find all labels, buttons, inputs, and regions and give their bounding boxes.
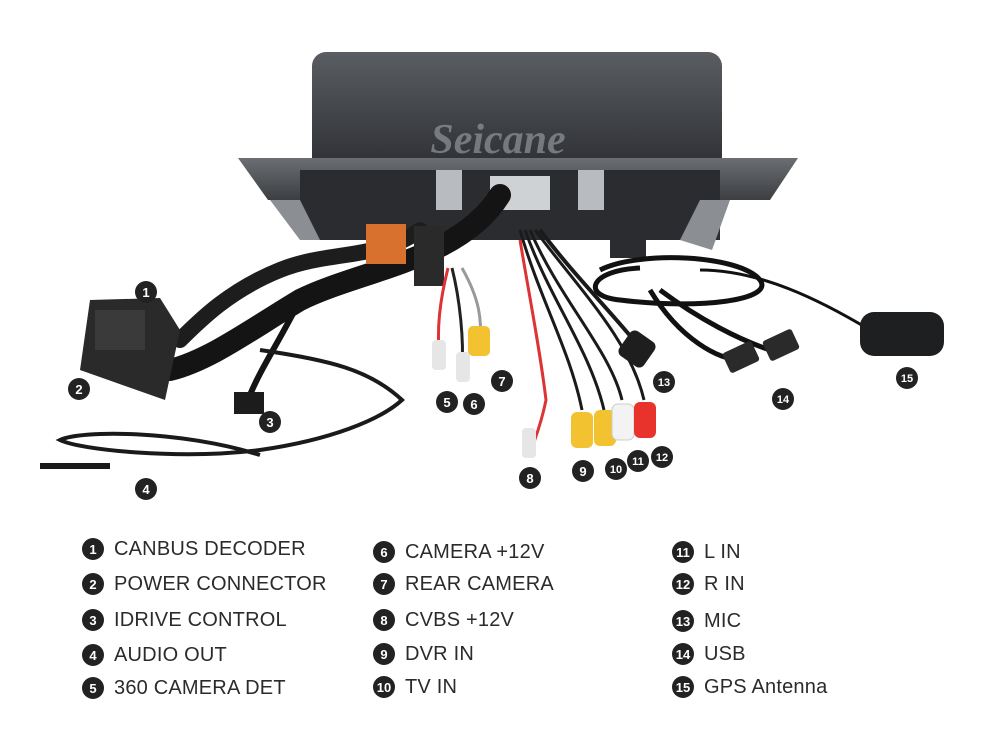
wiring-diagram: Seicane [40,52,944,500]
legend-item-power-connector: 2 POWER CONNECTOR [82,571,327,597]
legend-number: 13 [672,610,694,632]
legend-label: L IN [704,540,741,563]
legend-number: 6 [373,541,395,563]
legend-item-r-in: 12 R IN [672,571,745,597]
rca-cables [518,229,646,411]
legend-number: 12 [672,573,694,595]
legend-number: 10 [373,676,395,698]
legend-label: POWER CONNECTOR [114,572,327,595]
legend-label: R IN [704,572,745,595]
legend-number: 7 [373,573,395,595]
legend-number: 14 [672,643,694,665]
legend-item-cvbs-12v: 8 CVBS +12V [373,607,514,633]
legend-label: DVR IN [405,642,474,665]
callout-label: 14 [777,394,790,406]
camera-wires [436,239,548,456]
legend: 1 CANBUS DECODER 2 POWER CONNECTOR 3 IDRIVE… [0,530,982,730]
audio-out-cable [40,348,405,469]
callout-11: 11 [627,450,649,472]
callout-label: 3 [266,415,273,430]
legend-label: CAMERA +12V [405,540,545,563]
callout-6: 6 [463,393,485,415]
callout-label: 10 [610,464,622,476]
legend-number: 3 [82,609,104,631]
callout-label: 15 [901,373,913,385]
tv-in-rca [594,410,616,446]
cvbs-12v-plug [522,428,536,458]
legend-label: 360 CAMERA DET [114,676,286,699]
legend-label: IDRIVE CONTROL [114,608,287,631]
usb-plug-1 [722,341,760,373]
callout-label: 11 [632,456,644,468]
callout-8: 8 [519,467,541,489]
legend-number: 1 [82,538,104,560]
legend-label: AUDIO OUT [114,643,227,666]
callout-label: 9 [579,464,586,479]
callout-label: 2 [75,382,82,397]
legend-number: 2 [82,573,104,595]
legend-label: TV IN [405,675,458,698]
legend-item-rear-camera: 7 REAR CAMERA [373,571,554,597]
legend-item-usb: 14 USB [672,641,746,667]
dvr-in-rca [571,412,593,448]
callout-14: 14 [772,388,794,410]
callout-13: 13 [653,371,675,393]
brand-watermark: Seicane [430,117,565,163]
legend-item-360-camera-det: 5 360 CAMERA DET [82,675,286,701]
legend-number: 8 [373,609,395,631]
legend-label: MIC [704,609,742,632]
legend-item-gps-antenna: 15 GPS Antenna [672,674,827,700]
legend-number: 11 [672,541,694,563]
callout-label: 8 [526,471,533,486]
legend-label: REAR CAMERA [405,572,554,595]
head-unit: Seicane [238,52,798,258]
callout-label: 5 [443,395,450,410]
legend-item-camera-12v: 6 CAMERA +12V [373,539,545,565]
callout-15: 15 [896,367,918,389]
usb-plug-2 [762,329,800,361]
callout-2: 2 [68,378,90,400]
canbus-connector [80,298,180,400]
callout-7: 7 [491,370,513,392]
legend-item-dvr-in: 9 DVR IN [373,641,474,667]
legend-label: CANBUS DECODER [114,537,306,560]
legend-number: 9 [373,643,395,665]
callout-9: 9 [572,460,594,482]
legend-item-l-in: 11 L IN [672,539,741,565]
mic-cable [538,228,656,368]
rear-camera-rca [468,326,490,356]
legend-number: 15 [672,676,694,698]
callout-1: 1 [135,281,157,303]
legend-label: GPS Antenna [704,675,828,698]
idrive-connector [234,392,264,414]
callout-4: 4 [135,478,157,500]
callout-3: 3 [259,411,281,433]
legend-number: 5 [82,677,104,699]
callout-label: 12 [656,452,668,464]
callout-label: 4 [142,482,150,497]
legend-item-idrive-control: 3 IDRIVE CONTROL [82,607,287,633]
callout-12: 12 [651,446,673,468]
legend-label: CVBS +12V [405,608,515,631]
legend-item-mic: 13 MIC [672,608,741,634]
legend-label: USB [704,642,746,665]
callout-10: 10 [605,458,627,480]
callout-label: 7 [498,374,505,389]
callout-label: 13 [658,377,670,389]
legend-item-canbus-decoder: 1 CANBUS DECODER [82,536,306,562]
callout-5: 5 [436,391,458,413]
callout-label: 6 [470,397,477,412]
camera-det-plug [432,340,446,370]
gps-antenna [699,268,944,356]
camera-12v-plug [456,352,470,382]
l-in-rca [611,403,635,441]
legend-number: 4 [82,644,104,666]
legend-item-audio-out: 4 AUDIO OUT [82,642,227,668]
legend-item-tv-in: 10 TV IN [373,674,457,700]
r-in-rca [634,402,656,438]
callout-label: 1 [142,285,149,300]
